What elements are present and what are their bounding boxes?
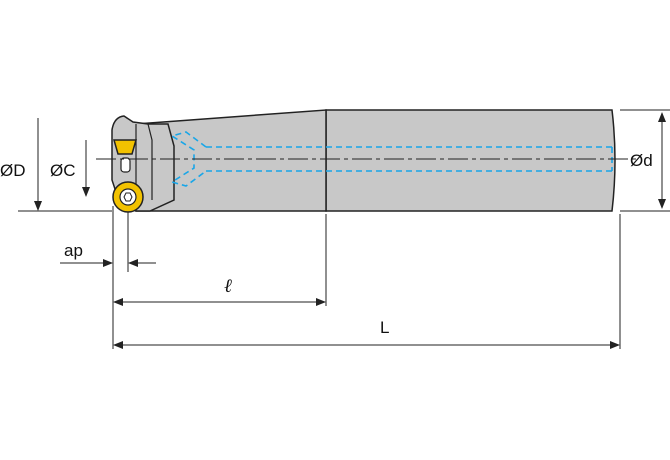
label-diameter-D: ØD bbox=[0, 161, 26, 180]
insert-screw bbox=[119, 188, 137, 206]
label-ap: ap bbox=[64, 241, 83, 260]
tool-body bbox=[111, 109, 616, 212]
label-diameter-d: Ød bbox=[630, 151, 653, 170]
extension-lines bbox=[18, 109, 670, 349]
screw-pocket bbox=[120, 157, 131, 173]
dimension-lines bbox=[34, 112, 666, 349]
torx-icon bbox=[123, 192, 133, 202]
top-insert bbox=[113, 139, 137, 155]
label-diameter-C: ØC bbox=[50, 161, 76, 180]
shank bbox=[325, 109, 616, 212]
label-L: L bbox=[380, 318, 389, 337]
label-ell: ℓ bbox=[224, 276, 232, 297]
